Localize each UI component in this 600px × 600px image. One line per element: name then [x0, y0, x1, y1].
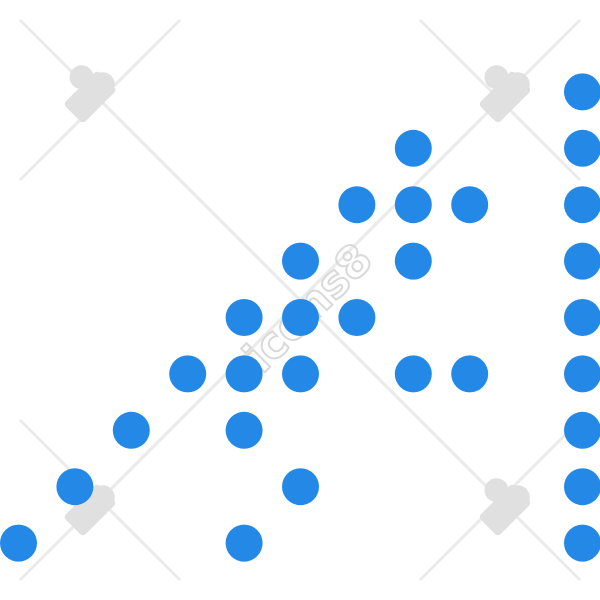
watermark-logo-bottom-right: [479, 478, 531, 536]
dot-29: [564, 524, 600, 562]
dot-15: [169, 355, 207, 393]
dot-9: [394, 242, 432, 280]
dot-16: [225, 355, 263, 393]
dot-25: [282, 468, 319, 506]
dot-20: [564, 355, 600, 393]
dot-2: [394, 129, 432, 167]
dot-26: [564, 468, 600, 506]
dot-7: [564, 186, 600, 224]
dot-5: [394, 186, 432, 224]
dot-6: [451, 186, 489, 224]
dot-13: [338, 299, 376, 336]
dot-1: [564, 73, 600, 111]
watermark-logo-top-left: [64, 65, 116, 123]
watermark-logo-top-right: [479, 65, 531, 123]
dot-23: [564, 411, 600, 449]
dot-28: [225, 524, 263, 562]
dot-22: [225, 411, 263, 449]
dot-21: [112, 411, 150, 449]
dot-19: [451, 355, 489, 393]
dot-18: [394, 355, 432, 393]
dot-12: [282, 299, 319, 336]
dot-10: [564, 242, 600, 280]
dot-27: [0, 524, 37, 562]
dot-8: [282, 242, 319, 280]
dot-17: [282, 355, 319, 393]
dot-24: [56, 468, 94, 506]
dot-3: [564, 129, 600, 167]
dot-14: [564, 299, 600, 336]
dot-11: [225, 299, 263, 336]
dot-4: [338, 186, 376, 224]
